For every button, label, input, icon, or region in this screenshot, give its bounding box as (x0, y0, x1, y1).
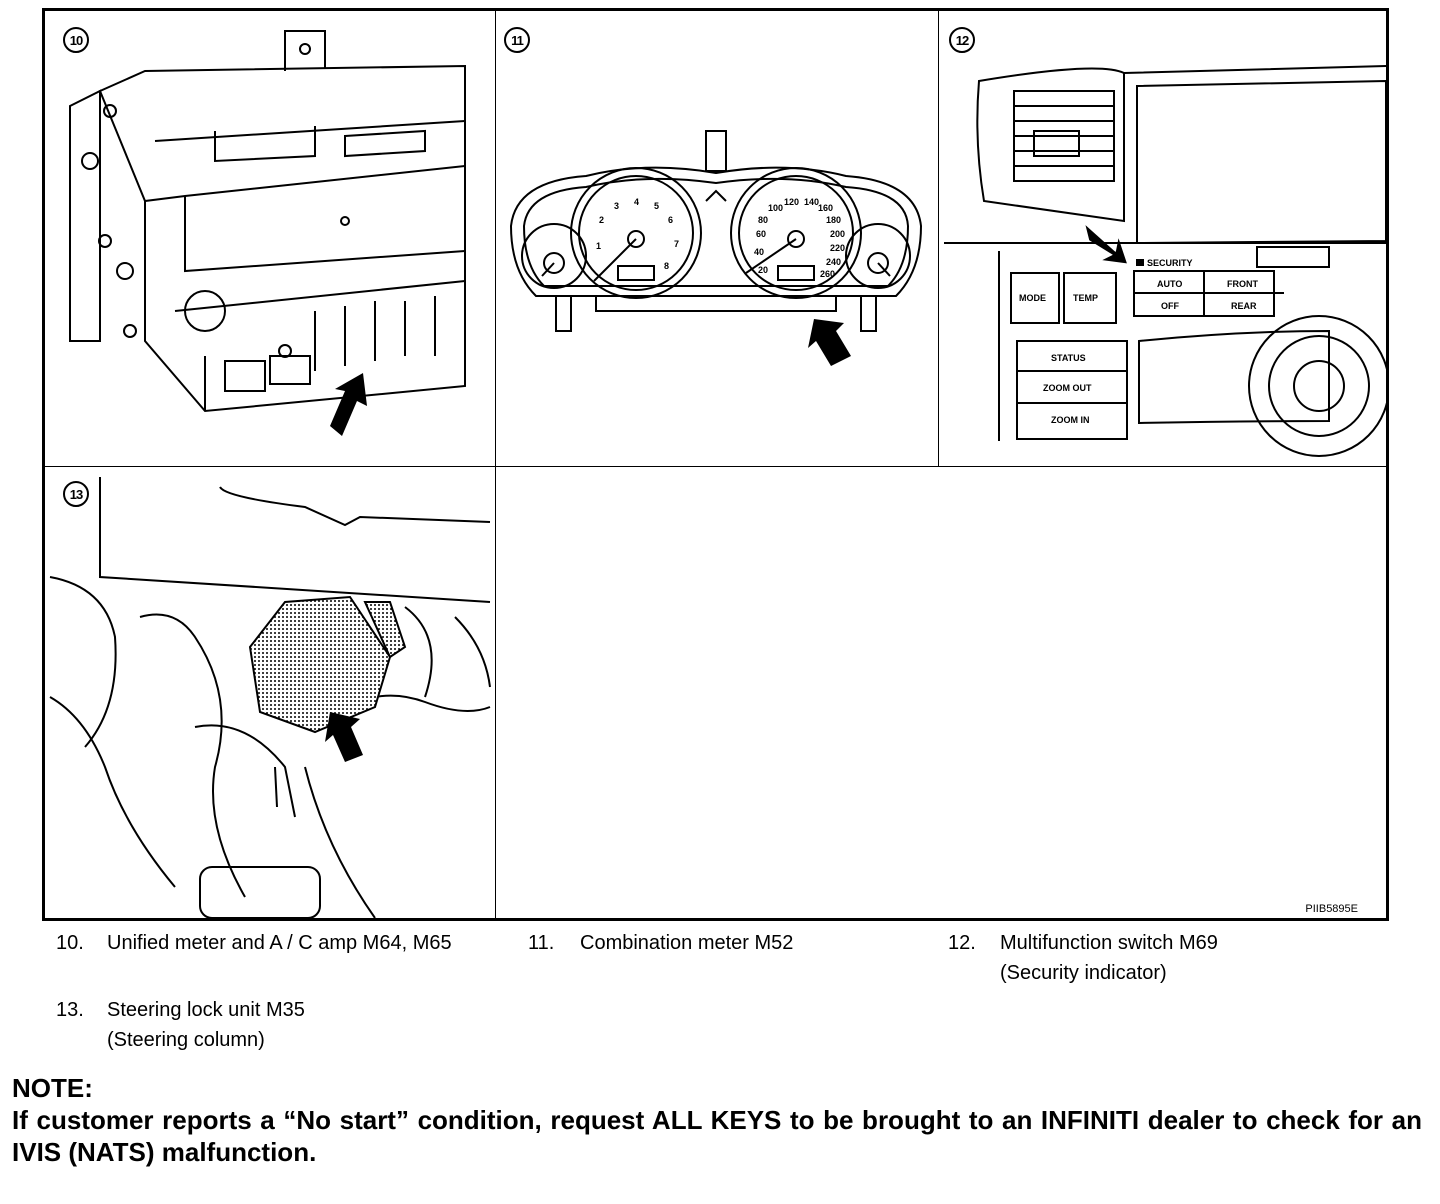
caption-number: 13. (56, 999, 84, 1021)
figure-code: PIIB5895E (1305, 903, 1358, 915)
temp-button-label: TEMP (1073, 293, 1098, 303)
panel-number-badge: 11 (504, 27, 530, 53)
caption-number: 11. (528, 932, 555, 954)
svg-text:120: 120 (784, 197, 799, 207)
svg-text:220: 220 (830, 243, 845, 253)
svg-text:260: 260 (820, 269, 835, 279)
svg-text:6: 6 (668, 215, 673, 225)
svg-text:180: 180 (826, 215, 841, 225)
security-indicator-label: SECURITY (1147, 258, 1193, 268)
caption-number: 10. (56, 932, 84, 954)
svg-text:3: 3 (614, 201, 619, 211)
panel-number-badge: 13 (63, 481, 89, 507)
location-arrow (808, 319, 851, 366)
multifunction-switch-illustration: SECURITY MODE TEMP AUTO OFF FRONT REAR S… (944, 65, 1386, 457)
grid-line-vertical-1 (495, 11, 496, 918)
ac-amp-illustration (69, 30, 466, 436)
status-button-label: STATUS (1051, 353, 1086, 363)
location-arrow (330, 373, 367, 436)
panel-combination-meter: 11 (496, 11, 938, 466)
svg-text:5: 5 (654, 201, 659, 211)
svg-text:100: 100 (768, 203, 783, 213)
rear-button-label: REAR (1231, 301, 1257, 311)
caption-item: 11. Combination meter M52 (528, 928, 928, 958)
panel-multifunction-switch: 12 SEC (939, 11, 1386, 466)
caption-text: (Steering column) (107, 1029, 265, 1051)
svg-text:8: 8 (664, 261, 669, 271)
mode-button-label: MODE (1019, 293, 1046, 303)
svg-text:20: 20 (758, 265, 768, 275)
location-arrow (1085, 225, 1127, 264)
auto-button-label: AUTO (1157, 279, 1182, 289)
grid-line-vertical-2 (938, 11, 939, 466)
figure-frame: 10 (42, 8, 1389, 921)
front-button-label: FRONT (1227, 279, 1258, 289)
caption-text: Steering lock unit M35 (107, 999, 305, 1021)
zoom-in-button-label: ZOOM IN (1051, 415, 1090, 425)
svg-text:240: 240 (826, 257, 841, 267)
svg-text:200: 200 (830, 229, 845, 239)
zoom-out-button-label: ZOOM OUT (1043, 383, 1092, 393)
caption-item: 10. Unified meter and A / C amp M64, M65 (56, 928, 526, 958)
grid-line-horizontal (45, 466, 1386, 467)
caption-item: 12. Multifunction switch M69 (Security i… (948, 928, 1368, 988)
caption-text: Multifunction switch M69 (1000, 932, 1218, 954)
caption-text: Combination meter M52 (580, 932, 794, 954)
caption-number: 12. (948, 932, 976, 954)
off-button-label: OFF (1161, 301, 1179, 311)
svg-text:40: 40 (754, 247, 764, 257)
note-body: If customer reports a “No start” conditi… (12, 1105, 1422, 1167)
panel-number-badge: 10 (63, 27, 89, 53)
note-title: NOTE: (12, 1073, 93, 1103)
svg-text:2: 2 (599, 215, 604, 225)
caption-item: 13. Steering lock unit M35 (Steering col… (56, 995, 456, 1055)
caption-text: Unified meter and A / C amp M64, M65 (107, 932, 452, 954)
panel-ac-amp: 10 (45, 11, 495, 466)
svg-text:1: 1 (596, 241, 601, 251)
svg-text:4: 4 (634, 197, 639, 207)
panel-number-badge: 12 (949, 27, 975, 53)
svg-text:7: 7 (674, 239, 679, 249)
steering-lock-illustration (49, 477, 491, 918)
note-block: NOTE: If customer reports a “No start” c… (12, 1072, 1422, 1168)
panel-steering-lock: 13 (45, 467, 495, 918)
svg-text:140: 140 (804, 197, 819, 207)
caption-text: (Security indicator) (1000, 962, 1167, 984)
svg-text:160: 160 (818, 203, 833, 213)
svg-text:80: 80 (758, 215, 768, 225)
location-arrow (325, 712, 363, 762)
svg-text:60: 60 (756, 229, 766, 239)
